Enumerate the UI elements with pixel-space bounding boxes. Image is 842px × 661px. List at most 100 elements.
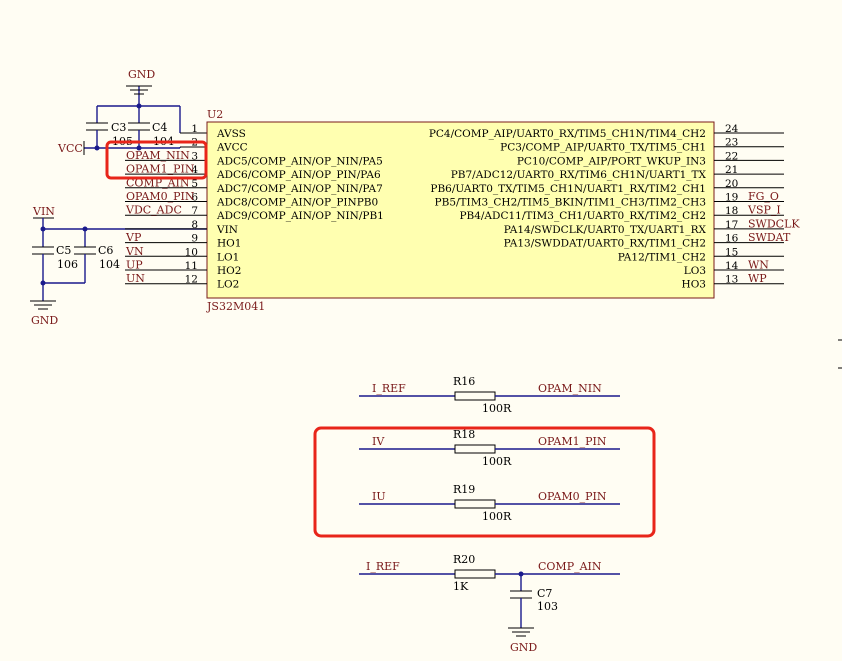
- chip-u2: U2 JS32M041 AVSS1AVCC2ADC5/COMP_AIN/OP_N…: [125, 108, 800, 313]
- chip-part: JS32M041: [206, 300, 265, 313]
- resistor-right-net: COMP_AIN: [538, 560, 602, 573]
- pin-name: AVSS: [216, 128, 246, 140]
- chip-right-pin: PB6/UART0_TX/TIM5_CH1N/UART1_RX/TIM2_CH1…: [430, 178, 784, 195]
- c7-ref: C7: [537, 587, 552, 600]
- resistor-right-net: OPAM0_PIN: [538, 490, 607, 503]
- pin-number: 3: [191, 150, 198, 162]
- chip-right-pin: LO3 14 WN: [684, 259, 784, 277]
- pin-number: 19: [725, 192, 738, 204]
- pin-number: 15: [725, 246, 738, 258]
- pin-name: ADC7/COMP_AIN/OP_NIN/PA7: [216, 183, 383, 195]
- pin-net-label: WN: [748, 259, 769, 272]
- resistor-value: 100R: [482, 402, 512, 415]
- highlight-box-opam-pins: [105, 140, 208, 180]
- pin-net-label: COMP_AIN: [126, 176, 190, 189]
- pin-name: AVCC: [216, 142, 248, 154]
- pin-net-label: VP: [125, 231, 142, 244]
- pin-net-label: VSP_I: [747, 204, 781, 217]
- c7-value: 103: [537, 600, 558, 613]
- pin-number: 24: [725, 123, 739, 135]
- pin-net-label: WP: [748, 272, 767, 285]
- resistor-left-net: I_REF: [366, 560, 400, 573]
- pin-number: 21: [725, 164, 738, 176]
- pin-net-label: OPAM_NIN: [126, 149, 190, 162]
- gnd-top-symbol: GND: [126, 68, 155, 106]
- resistor-value: 100R: [482, 455, 512, 468]
- pin-number: 9: [191, 233, 198, 245]
- c5-value: 106: [57, 258, 78, 271]
- pin-name: PC4/COMP_AIP/UART0_RX/TIM5_CH1N/TIM4_CH2: [429, 128, 706, 140]
- pin-net-label: OPAM1_PIN: [126, 163, 195, 176]
- pin-number: 17: [725, 219, 738, 231]
- pin-name: LO1: [217, 251, 239, 263]
- pin-name: LO3: [684, 265, 706, 277]
- chip-body: [206, 121, 715, 299]
- chip-left-pin: AVSS 1: [191, 123, 246, 140]
- chip-left-pin: ADC9/COMP_AIN/OP_NIN/PB1 7 VDC_ADC: [125, 204, 384, 222]
- resistor-ref: R16: [453, 375, 475, 388]
- pin-name: PC10/COMP_AIP/PORT_WKUP_IN3: [517, 155, 706, 167]
- pin-name: PC3/COMP_AIP/UART0_TX/TIM5_CH1: [500, 142, 706, 154]
- pin-number: 10: [185, 246, 198, 258]
- capacitor-c3: C3 105: [86, 106, 133, 148]
- pin-name: PB4/ADC11/TIM3_CH1/UART0_RX/TIM2_CH2: [459, 210, 706, 222]
- chip-left-pins: AVSS1AVCC2ADC5/COMP_AIN/OP_NIN/PA53OPAM_…: [125, 123, 384, 291]
- gnd-bottom-label: GND: [510, 641, 537, 654]
- pin-net-label: SWDAT: [748, 231, 791, 244]
- capacitor-c7: C7 103: [510, 571, 558, 628]
- pin-number: 22: [725, 150, 738, 162]
- vcc-label: VCC: [57, 142, 83, 155]
- capacitor-c5: C5 106: [32, 229, 78, 283]
- c6-value: 104: [99, 258, 120, 271]
- c3-ref: C3: [111, 121, 126, 134]
- resistor-left-net: I_REF: [372, 382, 406, 395]
- pin-number: 14: [725, 260, 739, 272]
- pin-name: PB5/TIM3_CH2/TIM5_BKIN/TIM1_CH3/TIM2_CH3: [435, 197, 706, 209]
- resistor-right-net: OPAM1_PIN: [538, 435, 607, 448]
- pin-name: PA14/SWDCLK/UART0_TX/UART1_RX: [504, 224, 707, 236]
- chip-left-pin: VIN 8: [125, 219, 238, 236]
- pin-name: PA12/TIM1_CH2: [618, 251, 706, 263]
- chip-right-pin: PB5/TIM3_CH2/TIM5_BKIN/TIM1_CH3/TIM2_CH3…: [435, 190, 784, 209]
- pin-net-label: VDC_ADC: [125, 204, 182, 217]
- pin-number: 16: [725, 233, 739, 245]
- pin-number: 12: [185, 274, 198, 286]
- pin-number: 23: [725, 137, 738, 149]
- pin-name: HO1: [217, 238, 241, 250]
- chip-left-pin: HO1 9 VP: [125, 231, 241, 250]
- pin-name: ADC8/COMP_AIN/OP_PINPB0: [216, 197, 378, 209]
- resistor-left-net: IV: [372, 435, 385, 448]
- gnd-bottom-symbol: GND: [508, 627, 537, 654]
- pin-number: 11: [185, 260, 198, 272]
- pin-name: PB6/UART0_TX/TIM5_CH1N/UART1_RX/TIM2_CH1: [430, 183, 706, 195]
- pin-number: 20: [725, 178, 738, 190]
- pin-name: ADC9/COMP_AIN/OP_NIN/PB1: [216, 210, 384, 222]
- pin-number: 1: [191, 123, 198, 135]
- gnd-left-symbol: GND: [30, 283, 58, 327]
- pin-number: 8: [191, 219, 198, 231]
- chip-right-pin: PA12/TIM1_CH2 15: [618, 246, 784, 263]
- capacitor-c6: C6 104: [74, 229, 120, 283]
- pin-net-label: OPAM0_PIN: [126, 190, 195, 203]
- pin-name: VIN: [216, 224, 238, 236]
- pin-number: 4: [191, 164, 198, 176]
- vin-label: VIN: [32, 205, 55, 218]
- resistor-left-net: IU: [372, 490, 386, 503]
- pin-number: 7: [191, 205, 198, 217]
- pin-name: ADC5/COMP_AIN/OP_NIN/PA5: [216, 155, 383, 167]
- chip-right-pin: PC4/COMP_AIP/UART0_RX/TIM5_CH1N/TIM4_CH2…: [429, 123, 784, 140]
- pin-net-label: UP: [126, 259, 143, 272]
